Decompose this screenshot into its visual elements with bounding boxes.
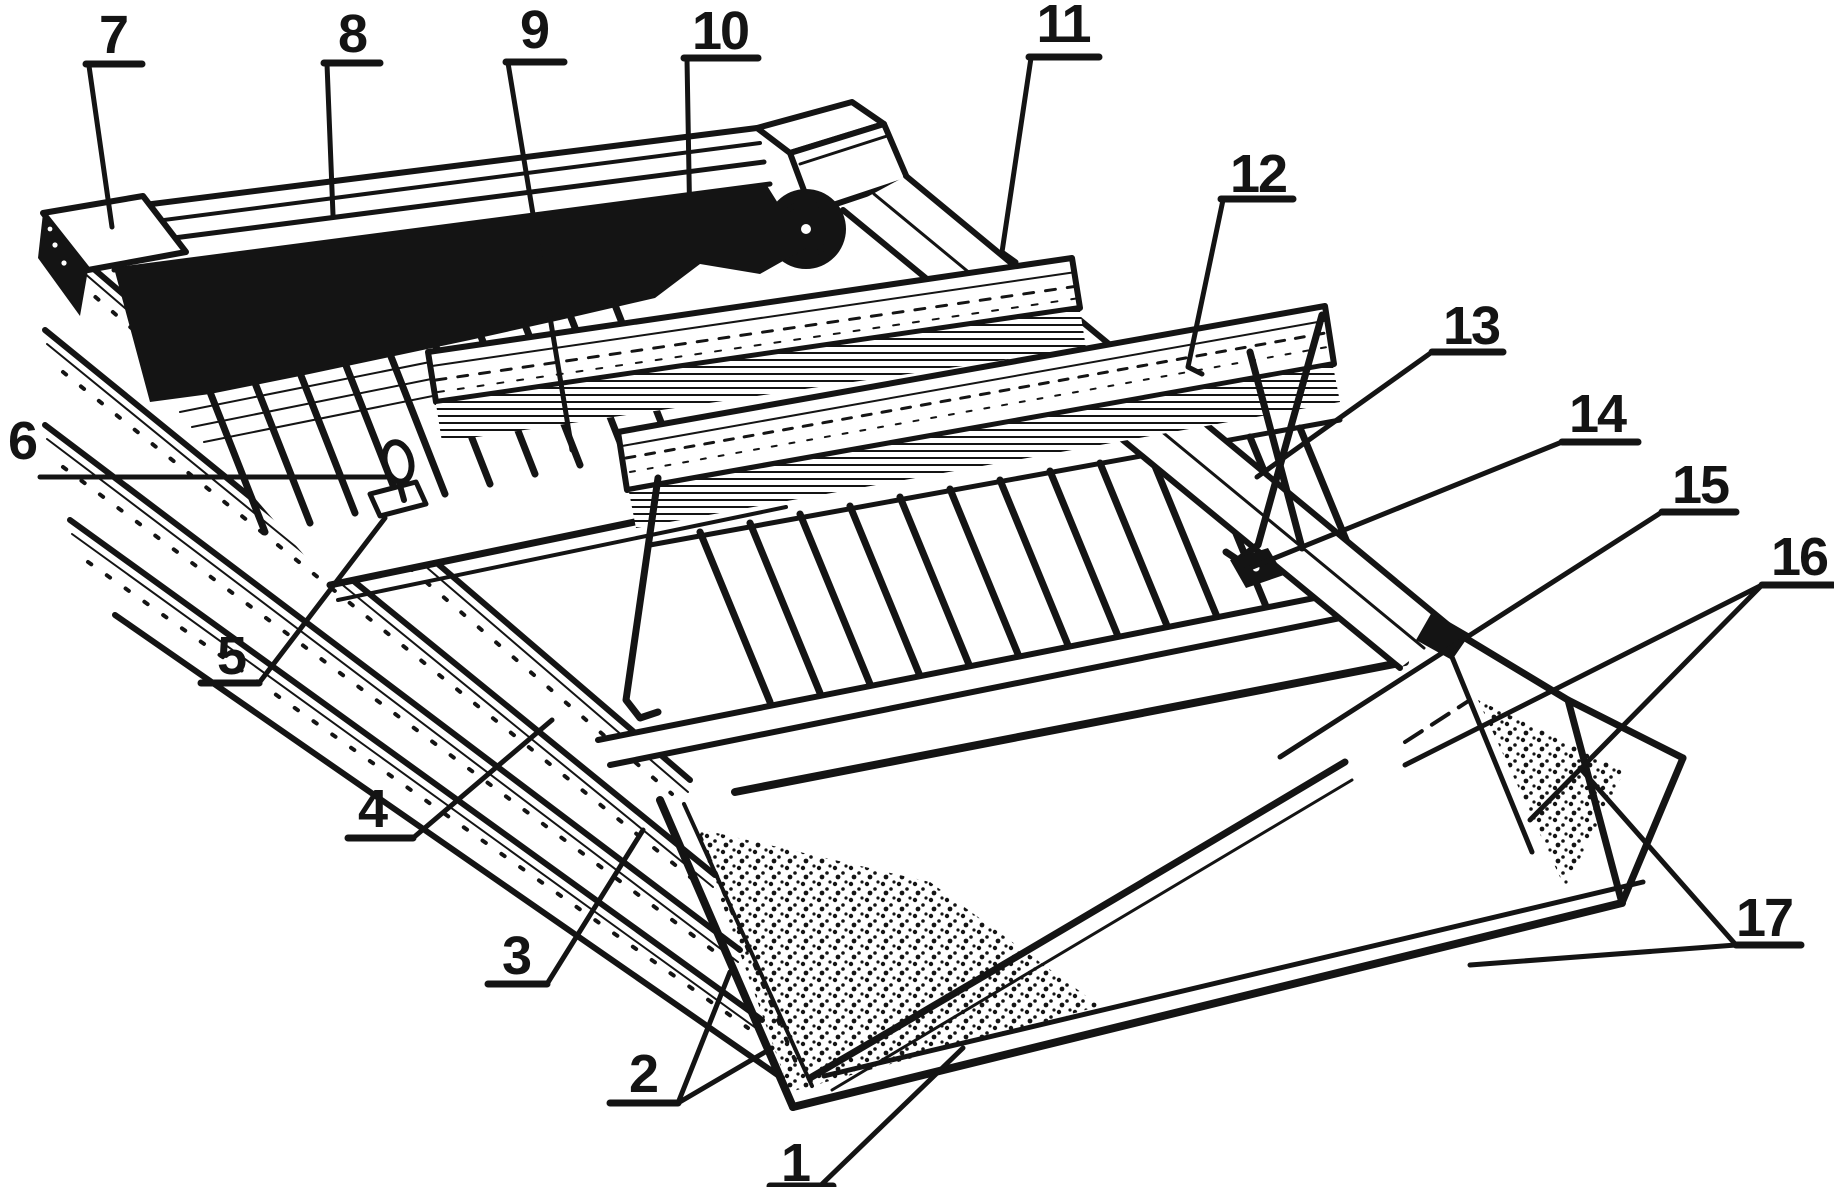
callout-2-number: 2 (629, 1044, 657, 1104)
callout-3: 3 (484, 827, 646, 988)
callout-14: 14 (1242, 384, 1642, 573)
callout-6: 6 (8, 411, 391, 480)
bow-stem (656, 796, 1100, 1111)
callout-8-leader-line (324, 61, 336, 218)
backrest-strut (1246, 348, 1306, 552)
callout-5-leader-line (256, 515, 388, 686)
callout-4: 4 (344, 717, 555, 842)
floor-stringer (595, 582, 1393, 768)
stern-stipple (1478, 700, 1625, 888)
backrest-post-left (622, 474, 662, 722)
callout-16: 16 (1402, 527, 1834, 823)
callout-8: 8 (320, 4, 384, 218)
callout-16-leader-line (1402, 582, 1765, 768)
callout-2: 2 (606, 969, 775, 1107)
rowlock-fitting (367, 439, 429, 519)
backrest-aft-shadow-hatch (629, 366, 1340, 528)
callout-17: 17 (1467, 765, 1805, 968)
callout-4-leader-line (410, 717, 555, 841)
callout-3-leader-line (544, 827, 646, 987)
callout-10: 10 (680, 1, 762, 239)
callout-5: 5 (197, 515, 388, 687)
keel-strip (789, 879, 1646, 1111)
callout-13-leader-line (1254, 349, 1435, 480)
backrest-post-right (1222, 311, 1326, 564)
chine-curve (806, 758, 1354, 1092)
backrest-board-forward (425, 255, 1086, 442)
callout-8-number: 8 (338, 4, 367, 64)
callout-13-number: 13 (1443, 296, 1500, 356)
callout-9-number: 9 (520, 0, 549, 60)
callout-12-number: 12 (1230, 144, 1286, 204)
callout-3-number: 3 (502, 926, 531, 986)
callout-17-leader-line (1577, 765, 1739, 948)
callout-15: 15 (1277, 455, 1740, 760)
callout-17-leader-line (1467, 942, 1739, 968)
callout-7-number: 7 (99, 5, 127, 65)
callout-9-leader-line (505, 60, 575, 453)
callout-7: 7 (82, 5, 146, 230)
callout-14-number: 14 (1569, 384, 1627, 444)
callout-14-leader-line (1242, 439, 1565, 573)
callout-4-number: 4 (358, 779, 388, 839)
callout-1-leader-line (817, 1045, 966, 1187)
bow-stipple (695, 828, 1100, 1092)
callout-11-leader-line (999, 55, 1034, 265)
stern-transom (1403, 612, 1687, 907)
backrest-board-aft (615, 303, 1340, 722)
callout-11: 11 (999, 0, 1103, 265)
callout-16-leader-line (1527, 582, 1765, 823)
callout-1-number: 1 (781, 1133, 810, 1187)
callout-10-number: 10 (692, 1, 748, 61)
callout-13: 13 (1254, 296, 1507, 480)
callout-7-leader-line (86, 63, 115, 230)
callout-17-number: 17 (1736, 888, 1792, 948)
callout-12: 12 (1185, 144, 1297, 377)
callout-12-leader-line (1185, 197, 1226, 377)
callout-16-number: 16 (1771, 527, 1828, 587)
callout-2-leader-line (675, 969, 733, 1106)
callout-2-leader-line (675, 1045, 775, 1106)
callout-11-number: 11 (1036, 0, 1090, 54)
callout-1: 1 (766, 1045, 966, 1187)
callout-6-number: 6 (8, 411, 37, 471)
callout-15-leader-line (1277, 509, 1665, 760)
backrest-shadow-hatch (436, 310, 1086, 442)
callout-10-leader-line (684, 56, 713, 239)
callout-9: 9 (502, 0, 575, 453)
callout-5-number: 5 (217, 626, 246, 686)
callout-15-number: 15 (1672, 455, 1729, 515)
